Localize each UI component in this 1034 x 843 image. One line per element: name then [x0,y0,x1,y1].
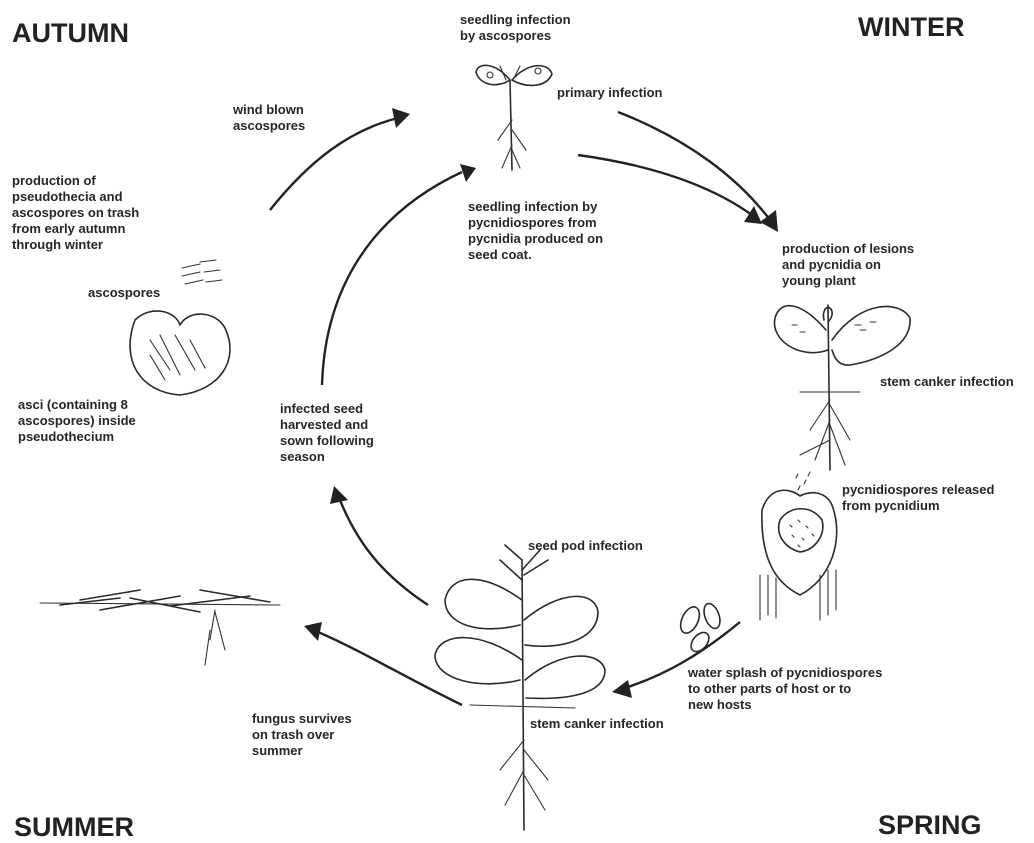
label-stem-canker-spring: stem canker infection [530,716,664,732]
label-infected-seed: infected seed harvested and sown followi… [280,401,374,465]
season-autumn: AUTUMN [12,18,129,49]
mature-plant-illustration [435,545,605,830]
label-seedling-ascospores: seedling infection by ascospores [460,12,571,44]
label-pycnidiospores-released: pycnidiospores released from pycnidium [842,482,994,514]
label-primary-infection: primary infection [557,85,662,101]
seedling-illustration [476,65,552,170]
arrow-seed-to-seedling [322,172,462,385]
arrowhead-to-summer [304,622,322,641]
arrowhead-wind-blown [392,108,410,128]
label-ascospores: ascospores [88,285,160,301]
spore-splash-illustration [677,601,723,655]
trash-illustration [40,590,280,665]
season-summer: SUMMER [14,812,134,843]
arrow-pod-to-seed [340,500,428,605]
label-fungus-survives: fungus survives on trash over summer [252,711,352,759]
label-stem-canker-winter: stem canker infection [880,374,1014,390]
arrowhead-seedling-to-lesions [744,206,762,224]
label-seedling-pycnidiospores: seedling infection by pycnidiospores fro… [468,199,603,263]
label-water-splash: water splash of pycnidiospores to other … [688,665,882,713]
label-pseudothecia: production of pseudothecia and ascospore… [12,173,139,253]
arrowhead-pod-to-seed [330,486,348,504]
pseudothecium-illustration [130,260,230,395]
label-wind-blown: wind blown ascospores [233,102,305,134]
label-lesions: production of lesions and pycnidia on yo… [782,241,914,289]
season-spring: SPRING [878,810,982,841]
arrowhead-primary-to-lesions [760,210,778,232]
label-seed-pod: seed pod infection [528,538,643,554]
arrow-seedling-to-lesions [578,155,752,215]
arrowhead-water-splash [612,680,632,698]
pycnidium-illustration [760,472,837,620]
season-winter: WINTER [858,12,964,43]
label-asci: asci (containing 8 ascospores) inside ps… [18,397,136,445]
